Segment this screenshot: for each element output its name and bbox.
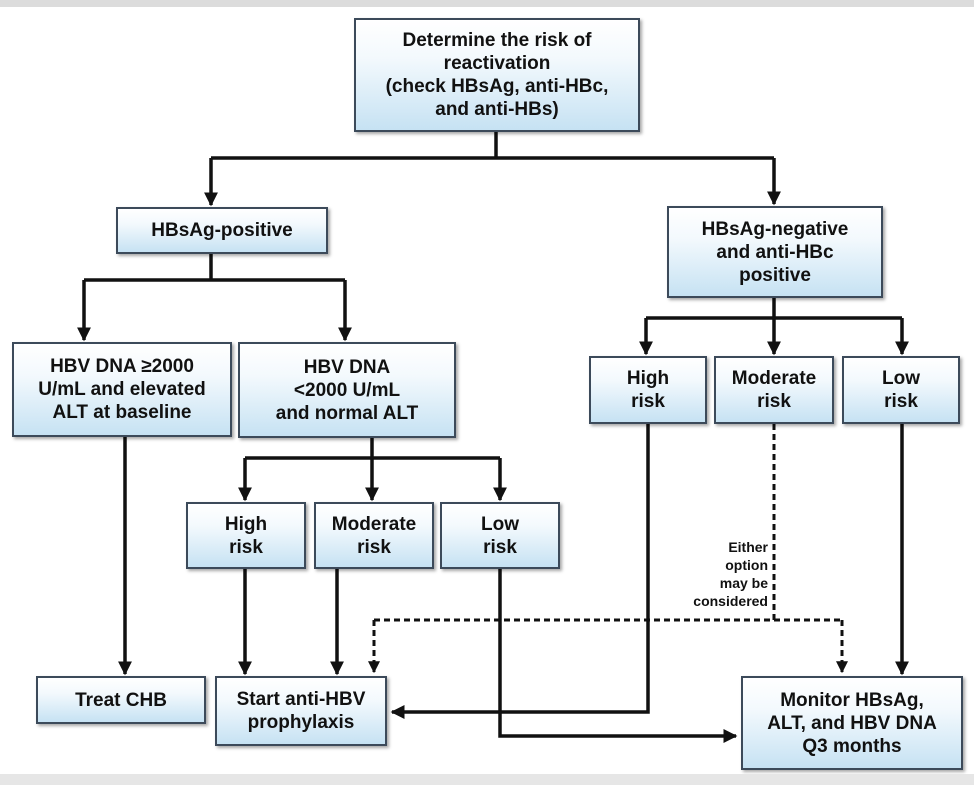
arrow-right-high-to-prophylaxis bbox=[390, 424, 650, 719]
left-moderate-risk-box: Moderate risk bbox=[314, 502, 434, 569]
hbv-dna-low-box: HBV DNA <2000 U/mL and normal ALT bbox=[238, 342, 456, 438]
arrow-left-low-to-monitor bbox=[498, 569, 738, 743]
hbsag-negative-box: HBsAg-negative and anti-HBc positive bbox=[667, 206, 883, 298]
hbv-dna-high-box: HBV DNA ≥2000 U/mL and elevated ALT at b… bbox=[12, 342, 232, 437]
start-prophylaxis-box: Start anti-HBV prophylaxis bbox=[215, 676, 387, 746]
left-high-risk-box: High risk bbox=[186, 502, 306, 569]
treat-chb-box: Treat CHB bbox=[36, 676, 206, 724]
top-border-strip bbox=[0, 0, 974, 7]
bottom-border-strip bbox=[0, 774, 974, 785]
monitor-box: Monitor HBsAg, ALT, and HBV DNA Q3 month… bbox=[741, 676, 963, 770]
right-moderate-risk-box: Moderate risk bbox=[714, 356, 834, 424]
right-low-risk-box: Low risk bbox=[842, 356, 960, 424]
either-option-annotation: Either option may be considered bbox=[693, 539, 768, 609]
left-low-risk-box: Low risk bbox=[440, 502, 560, 569]
right-high-risk-box: High risk bbox=[589, 356, 707, 424]
hbsag-positive-box: HBsAg-positive bbox=[116, 207, 328, 254]
determine-risk-box: Determine the risk of reactivation (chec… bbox=[354, 18, 640, 132]
